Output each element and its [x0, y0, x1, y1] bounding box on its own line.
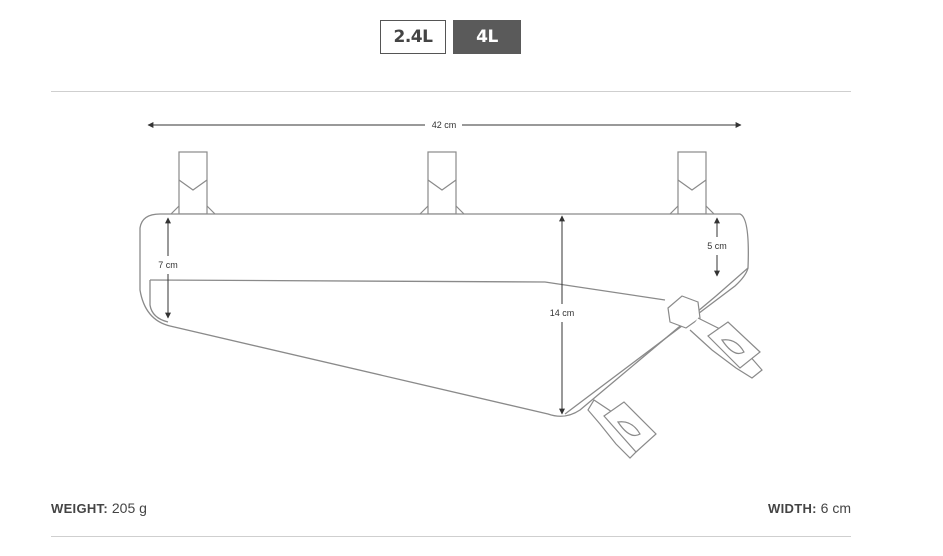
top-strap-middle	[419, 151, 465, 215]
size-option-2-4l[interactable]: 2.4L	[380, 20, 446, 54]
top-strap-right	[669, 151, 715, 215]
down-tube-strap-front	[667, 295, 763, 379]
weight-spec: WEIGHT: 205 g	[51, 500, 147, 516]
max-height-label: 14 cm	[550, 308, 575, 318]
size-option-label: 4L	[476, 27, 498, 47]
size-option-4l[interactable]: 4L	[453, 20, 521, 54]
top-strap-left	[170, 151, 216, 215]
top-divider	[51, 91, 851, 92]
width-key: WIDTH:	[768, 501, 817, 516]
width-value: 6 cm	[820, 500, 851, 516]
bag-body	[139, 213, 749, 417]
weight-key: WEIGHT:	[51, 501, 108, 516]
width-spec: WIDTH: 6 cm	[768, 500, 851, 516]
weight-value: 205 g	[111, 500, 147, 516]
down-tube-strap-rear	[587, 399, 657, 459]
front-height-label: 5 cm	[707, 241, 727, 251]
rear-height-label: 7 cm	[158, 260, 178, 270]
bottom-divider	[51, 536, 851, 537]
size-option-label: 2.4L	[393, 27, 433, 47]
length-label: 42 cm	[432, 120, 457, 130]
size-selector: 2.4L 4L	[380, 20, 521, 54]
